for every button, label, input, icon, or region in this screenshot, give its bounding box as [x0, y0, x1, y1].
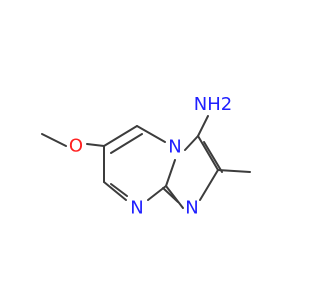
bond-n4-c3 [184, 135, 199, 151]
bond-c6-c5-double [110, 133, 143, 154]
bond-c7-n8-double [110, 183, 128, 197]
molecule-structure: N N N NH2 O [41, 94, 251, 219]
molecule-canvas: N N N NH2 O [41, 94, 251, 219]
atom-labels: N N N NH2 O [69, 94, 232, 219]
bond-c7-n8 [103, 181, 127, 201]
bond-c6-o [86, 143, 105, 147]
bond-c3-c2 [197, 135, 219, 171]
bond-n1-c8a [165, 185, 184, 209]
bond-n1-c8a-double [162, 187, 179, 203]
bond-c3-nh2 [197, 115, 209, 137]
bond-c2-methyl [217, 169, 251, 173]
bond-c5-n4 [136, 125, 166, 143]
bonds [41, 115, 251, 209]
bond-c8a-n4 [165, 159, 176, 187]
atom-label-n-imidazole: N [185, 198, 198, 219]
atom-label-n-bridgehead: N [168, 137, 181, 158]
bond-c6-c5 [103, 125, 138, 147]
bond-o-methyl [41, 133, 67, 147]
atom-label-amine: NH2 [194, 94, 232, 115]
atom-label-n-pyrimidine: N [130, 198, 143, 219]
bond-c2-n1 [199, 169, 219, 201]
atom-label-oxygen: O [69, 136, 83, 157]
bond-c3-c2-double [203, 141, 223, 173]
amine-label-text: NH2 [194, 94, 232, 115]
